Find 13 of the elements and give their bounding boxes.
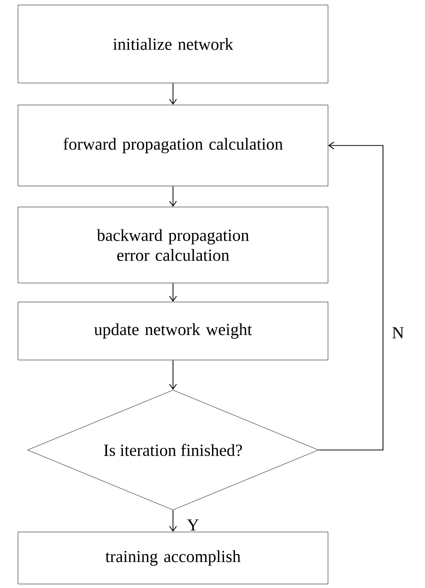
process-box: backward propagation error calculation	[18, 206, 328, 284]
process-box: update network weight	[18, 302, 328, 360]
edge-label: N	[390, 326, 406, 340]
arrow	[169, 510, 177, 532]
arrow	[169, 82, 177, 105]
arrow	[318, 142, 384, 450]
arrow	[169, 186, 177, 207]
arrow	[169, 360, 177, 390]
arrow	[169, 282, 177, 302]
edge-label: Y	[186, 518, 200, 532]
process-box: training accomplish	[18, 532, 328, 584]
process-box: initialize network	[18, 4, 328, 84]
process-box: forward propagation calculation	[18, 104, 328, 186]
